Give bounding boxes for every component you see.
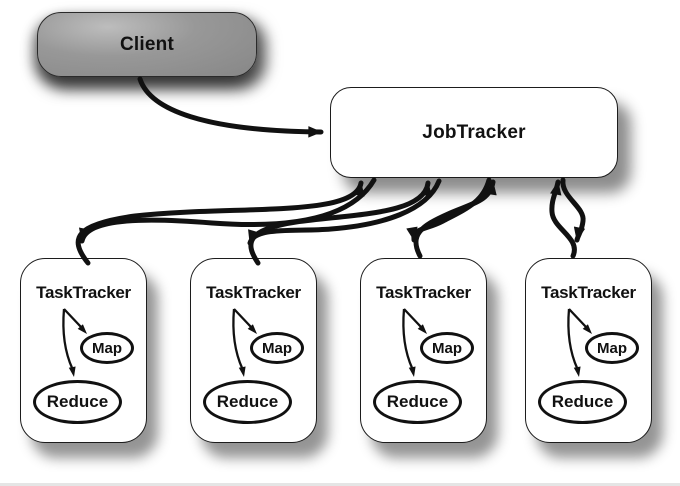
jobtracker-to-tasktracker3-arrow [406,177,492,243]
map-label: Map [92,339,122,357]
tasktracker4-to-jobtracker-arrow [549,179,577,259]
tasktracker-node-1: TaskTracker Map Reduce [20,258,147,443]
reduce-label: Reduce [551,392,614,411]
map-label: Map [432,339,462,357]
map-task: Map [585,332,639,364]
tasktracker2-to-jobtracker-arrow [248,180,433,266]
figure-bottom-border [0,483,680,486]
client-label: Client [120,33,174,55]
tasktracker-label: TaskTracker [206,283,301,302]
client-to-jobtracker-arrow [137,76,324,138]
map-task: Map [420,332,474,364]
reduce-label: Reduce [386,392,449,411]
reduce-task: Reduce [538,380,627,424]
map-label: Map [262,339,292,357]
tasktracker3-to-jobtracker-arrow [413,179,497,259]
client-node: Client [37,12,257,77]
map-label: Map [597,339,627,357]
jobtracker-to-tasktracker4-arrow [560,177,586,243]
map-task: Map [250,332,304,364]
tasktracker1-to-jobtracker-arrow [75,180,365,266]
tasktracker-node-2: TaskTracker Map Reduce [190,258,317,443]
tasktracker-label: TaskTracker [36,283,131,302]
reduce-task: Reduce [33,380,122,424]
jobtracker-node: JobTracker [330,87,618,178]
jobtracker-label: JobTracker [422,121,526,143]
reduce-task: Reduce [203,380,292,424]
tasktracker-label: TaskTracker [376,283,471,302]
reduce-task: Reduce [373,380,462,424]
jobtracker-to-tasktracker2-arrow [247,178,442,246]
reduce-label: Reduce [46,392,109,411]
map-task: Map [80,332,134,364]
jobtracker-to-tasktracker1-arrow [78,177,377,244]
tasktracker-node-3: TaskTracker Map Reduce [360,258,487,443]
tasktracker-label: TaskTracker [541,283,636,302]
reduce-label: Reduce [216,392,279,411]
tasktracker-node-4: TaskTracker Map Reduce [525,258,652,443]
